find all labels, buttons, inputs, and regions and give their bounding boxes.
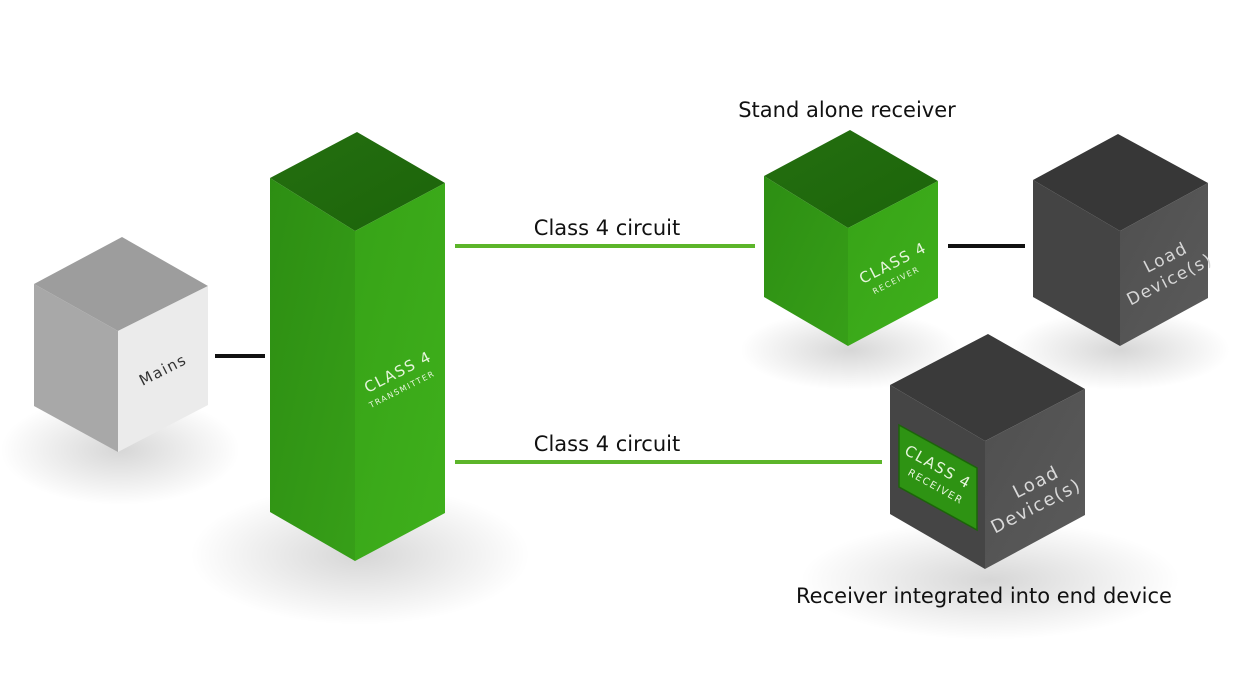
receiver-right-face [848, 181, 938, 346]
integrated-device-cube: CLASS 4 RECEIVER Load Device(s) [890, 334, 1085, 569]
integrated-top-face [890, 334, 1085, 441]
load-left-face [1033, 180, 1120, 346]
receiver-shadow [740, 310, 960, 390]
class4-circuit-top-label: Class 4 circuit [534, 216, 680, 240]
integrated-receiver-panel [898, 423, 978, 532]
mains-top-face [34, 237, 208, 331]
load-right-face [1120, 183, 1208, 346]
load-device-cube: Load Device(s) [1033, 134, 1216, 346]
transmitter-left-face [270, 178, 355, 561]
integrated-receiver-caption: Receiver integrated into end device [796, 584, 1172, 608]
mains-cube: Mains [34, 237, 208, 452]
load-shadow [1010, 310, 1230, 390]
mains-left-face [34, 284, 118, 452]
standalone-receiver-caption: Stand alone receiver [738, 98, 956, 122]
integrated-shadow [800, 520, 1180, 640]
transmitter-top-face [270, 132, 445, 231]
standalone-receiver-cube: CLASS 4 RECEIVER [764, 130, 938, 346]
transmitter-tower: CLASS 4 TRANSMITTER [270, 132, 445, 561]
receiver-top-face [764, 130, 938, 228]
load-top-face [1033, 134, 1208, 231]
transmitter-right-face [355, 183, 445, 561]
receiver-left-face [764, 176, 848, 346]
class4-circuit-bottom-label: Class 4 circuit [534, 432, 680, 456]
mains-right-face [118, 286, 208, 452]
integrated-right-face [985, 389, 1085, 569]
